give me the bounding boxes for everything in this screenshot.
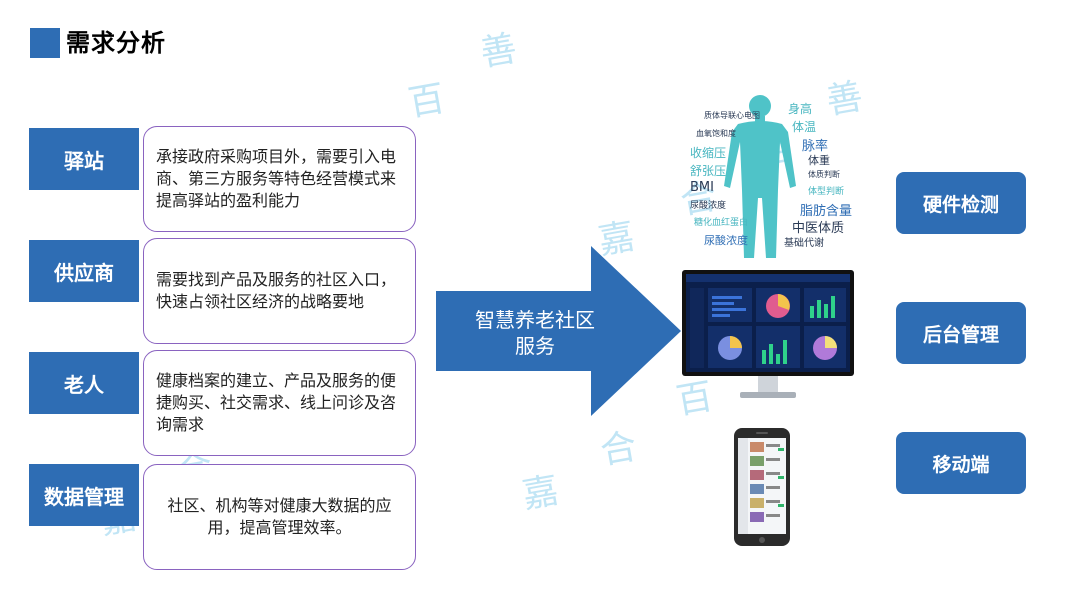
metric-tcm: 中医体质: [792, 221, 845, 236]
watermark-char: 百: [405, 78, 448, 125]
metric-systolic: 收缩压: [690, 146, 727, 160]
metric-spo2: 血氧饱和度: [696, 129, 736, 138]
metric-pulse: 脉率: [802, 139, 829, 154]
watermark-char: 善: [823, 76, 866, 123]
desc-supplier: 需要找到产品及服务的社区入口，快速占领社区经济的战略要地: [143, 238, 416, 344]
metric-diastolic: 舒张压: [690, 164, 727, 178]
mobile-phone-icon: [734, 428, 790, 546]
arrow-label: 智慧养老社区服务: [475, 308, 595, 358]
metric-temp: 体温: [792, 120, 817, 134]
metric-ecg: 质体导联心电图: [704, 111, 760, 120]
watermark-char: 善: [477, 28, 520, 75]
desc-data-management: 社区、机构等对健康大数据的应用，提高管理效率。: [143, 464, 416, 570]
metric-bodytype: 体型判断: [808, 187, 845, 197]
label-supplier: 供应商: [29, 240, 139, 302]
metric-fat: 脂肪含量: [800, 204, 853, 219]
metric-bmi: BMI: [690, 180, 714, 195]
title-marker: [30, 28, 60, 58]
metric-metabolism: 基础代谢: [784, 238, 824, 249]
label-data-management: 数据管理: [29, 464, 139, 526]
metric-weight: 体重: [808, 154, 830, 167]
mobile-button[interactable]: 移动端: [896, 432, 1026, 494]
watermark-char: 合: [597, 426, 640, 473]
metric-height: 身高: [788, 102, 813, 116]
desc-station: 承接政府采购项目外，需要引入电商、第三方服务等特色经营模式来提高驿站的盈利能力: [143, 126, 416, 232]
label-station: 驿站: [29, 128, 139, 190]
metric-uric-acid: 尿酸浓度: [690, 201, 727, 211]
metric-constitution: 体质判断: [808, 170, 840, 179]
label-elderly: 老人: [29, 352, 139, 414]
backend-management-button[interactable]: 后台管理: [896, 302, 1026, 364]
human-body-icon: [724, 95, 796, 258]
metric-hba1c: 糖化血红蛋白: [694, 218, 749, 228]
metric-urine: 尿酸浓度: [704, 234, 748, 247]
center-arrow: [436, 246, 681, 416]
monitor-dashboard-icon: [682, 270, 854, 398]
hardware-detection-button[interactable]: 硬件检测: [896, 172, 1026, 234]
desc-elderly: 健康档案的建立、产品及服务的便捷购买、社交需求、线上问诊及咨询需求: [143, 350, 416, 456]
page-title: 需求分析: [66, 29, 166, 57]
watermark-char: 嘉: [519, 470, 562, 517]
